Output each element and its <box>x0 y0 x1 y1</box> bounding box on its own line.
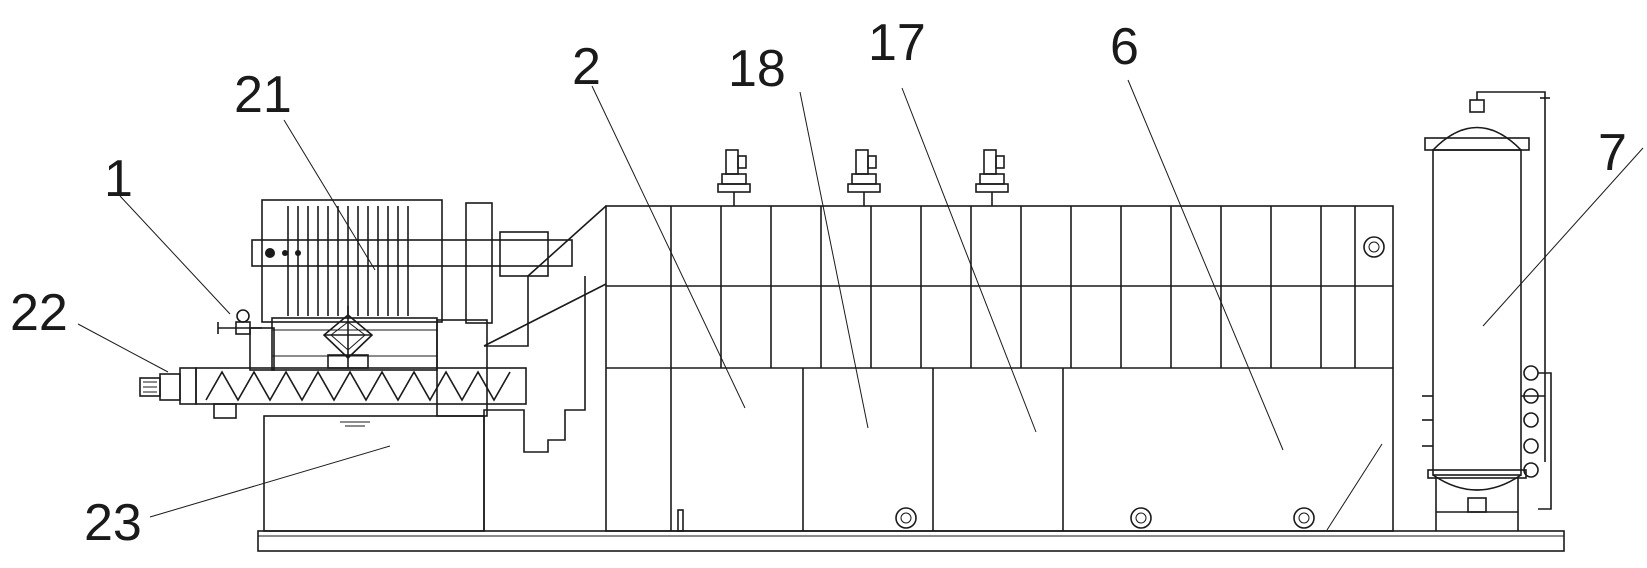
aerator-1 <box>717 149 751 206</box>
upper-compartment-walls <box>670 206 1356 368</box>
label-7: 7 <box>1598 124 1627 182</box>
tank-walls <box>483 205 607 531</box>
main-tank <box>605 205 1394 532</box>
label-17: 17 <box>868 14 926 72</box>
drain-valve-icon <box>1130 507 1152 529</box>
aerator-2 <box>847 149 881 206</box>
lower-compartment-walls <box>670 368 1064 531</box>
diaphragm-pump <box>322 306 374 369</box>
label-6: 6 <box>1110 18 1139 76</box>
leader-lines <box>77 79 1644 531</box>
filter-tower <box>1422 91 1552 531</box>
label-1: 1 <box>104 150 133 208</box>
aerator-3 <box>975 149 1009 206</box>
label-2: 2 <box>572 38 601 96</box>
port-icon <box>1363 236 1385 258</box>
label-23: 23 <box>84 494 142 552</box>
reference-labels: 1 22 23 21 2 18 17 6 7 <box>10 14 1627 552</box>
label-18: 18 <box>728 40 786 98</box>
drain-valve-icon <box>1293 507 1315 529</box>
filter-press <box>249 199 573 417</box>
screw-conveyor <box>139 367 527 419</box>
base-skid <box>257 530 1565 552</box>
filter-plates <box>287 206 409 316</box>
inlet-valve <box>217 309 262 335</box>
label-22: 22 <box>10 284 68 342</box>
label-21: 21 <box>234 66 292 124</box>
drain-valve-icon <box>895 507 917 529</box>
